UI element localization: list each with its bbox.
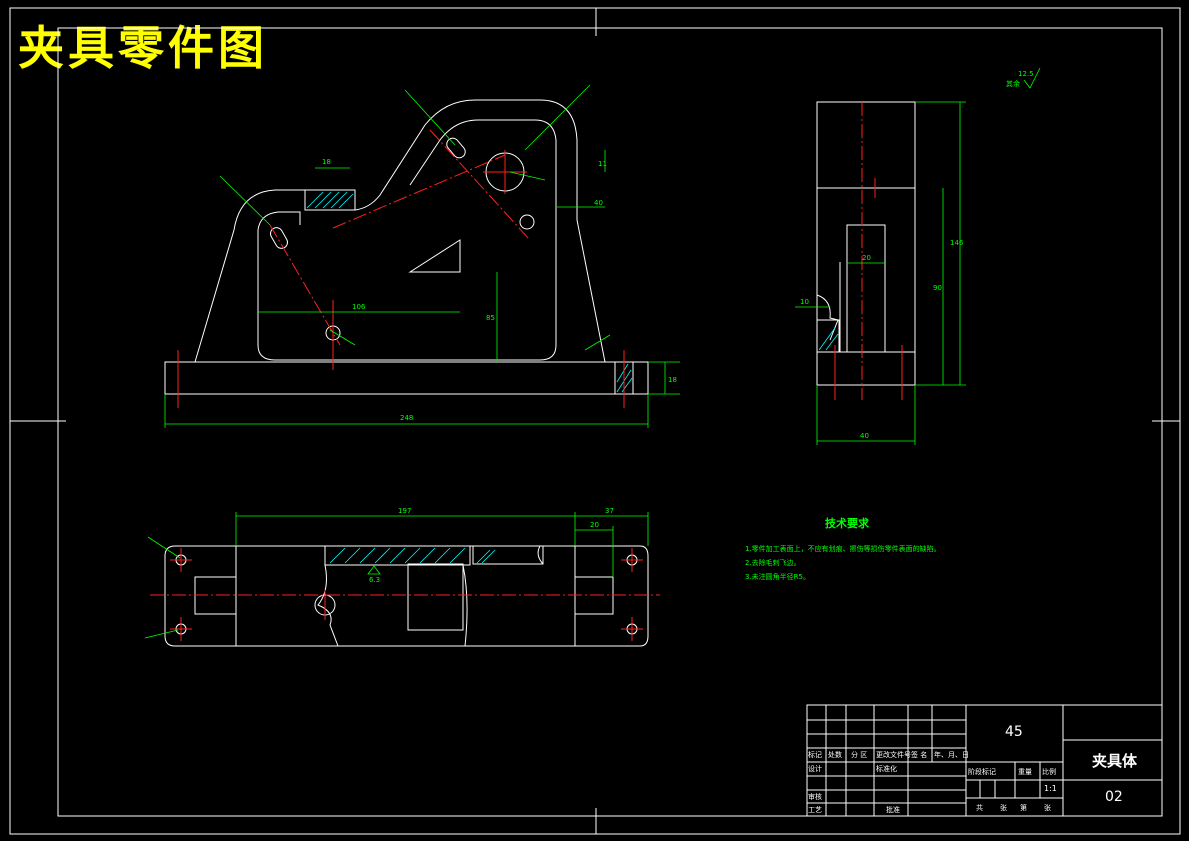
outer-border [9, 7, 1181, 835]
tb-zone: 分 区 [851, 751, 868, 759]
side-view: 40 146 90 20 10 12.5 其余 [795, 67, 1041, 445]
tb-count: 处数 [828, 751, 842, 759]
svg-text:其余: 其余 [1006, 79, 1020, 88]
tb-approve: 批准 [886, 806, 900, 814]
material-label: 45 [1005, 724, 1023, 740]
front-view: 248 106 85 18 40 11 18 [164, 84, 680, 428]
tb-weight: 重量 [1018, 768, 1032, 776]
tb-change-doc: 更改文件号 [876, 751, 911, 759]
svg-text:6.3: 6.3 [369, 576, 380, 584]
technical-requirements-title: 技术要求 [825, 517, 869, 530]
tech-req-line-3: 3.未注圆角半径R5。 [745, 573, 810, 581]
tb-sheet-label-2: 张 [1044, 804, 1051, 812]
svg-text:10: 10 [800, 298, 809, 306]
svg-text:20: 20 [590, 521, 599, 529]
drawing-number: 02 [1105, 789, 1123, 805]
svg-text:40: 40 [594, 199, 603, 207]
svg-text:11: 11 [598, 160, 607, 168]
svg-text:18: 18 [322, 158, 331, 166]
tb-mark: 标记 [808, 751, 822, 759]
inner-border [57, 27, 1163, 817]
tb-sheet-total: 共 [976, 804, 983, 812]
svg-text:146: 146 [950, 239, 964, 247]
tb-process: 工艺 [808, 806, 822, 814]
scale-value: 1:1 [1044, 784, 1057, 793]
svg-text:18: 18 [668, 376, 677, 384]
top-view: 197 37 20 6.3 [144, 507, 660, 647]
tb-ratio: 比例 [1042, 768, 1056, 776]
tb-signature: 签 名 [911, 751, 928, 759]
svg-text:90: 90 [933, 284, 942, 292]
tech-req-line-2: 2.去除毛刺飞边。 [745, 559, 801, 567]
svg-text:20: 20 [862, 254, 871, 262]
title-block [806, 704, 1163, 817]
tb-sheet-label: 张 [1000, 804, 1007, 812]
tb-sheet-no: 第 [1020, 804, 1027, 812]
svg-text:248: 248 [400, 414, 413, 422]
svg-text:106: 106 [352, 303, 366, 311]
tb-check: 审核 [808, 793, 822, 801]
svg-text:85: 85 [486, 314, 495, 322]
tech-req-line-1: 1.零件加工表面上，不应有划痕、擦伤等损伤零件表面的缺陷。 [745, 545, 941, 553]
tb-design: 设计 [808, 765, 822, 773]
svg-text:37: 37 [605, 507, 614, 515]
svg-text:197: 197 [398, 507, 411, 515]
svg-text:40: 40 [860, 432, 869, 440]
part-name: 夹具体 [1092, 752, 1138, 770]
svg-text:12.5: 12.5 [1018, 70, 1034, 78]
tb-standardization: 标准化 [876, 765, 897, 773]
tb-date: 年、月、日 [934, 751, 969, 759]
tb-stage-mark: 阶段标记 [968, 768, 996, 776]
drawing-title: 夹具零件图 [18, 21, 268, 75]
